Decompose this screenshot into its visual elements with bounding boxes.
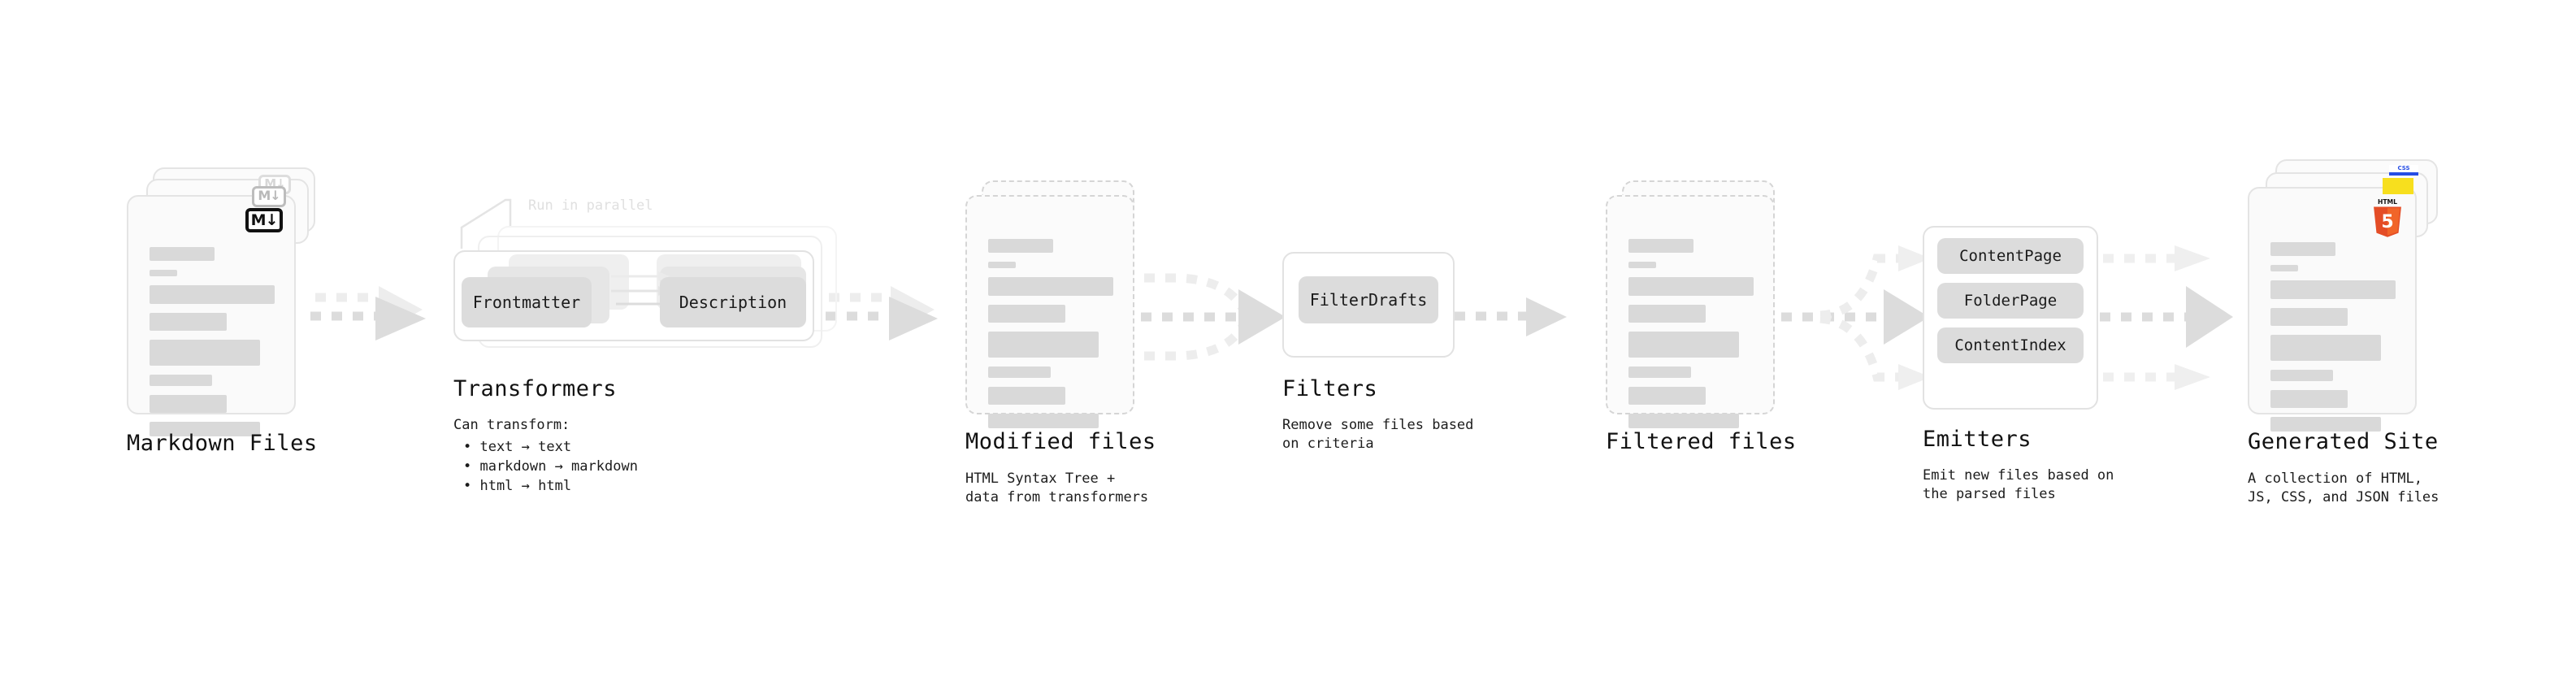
css-icon-label: CSS (2397, 165, 2410, 171)
stage-title-filtered-files: Filtered files (1606, 429, 1797, 454)
stage-subtitle-emitters: Emit new files based on the parsed files (1923, 467, 2114, 502)
arrow-filters-to-filtered (1455, 297, 1567, 336)
stage-title-filters: Filters (1282, 376, 1378, 401)
transformers-bullet-markdown: • markdown → markdown (463, 458, 638, 475)
js-icon (2383, 178, 2413, 194)
doc-content-lines (150, 247, 275, 445)
transformers-bullet-text: • text → text (463, 439, 572, 455)
doc-sheet-front (1606, 195, 1775, 428)
run-in-parallel-leader (460, 198, 512, 249)
markdown-icon: M↓ (245, 208, 283, 232)
stage-subtitle-generated-site: A collection of HTML, JS, CSS, and JSON … (2248, 471, 2439, 505)
css-icon: CSS (2389, 165, 2418, 176)
doc-sheet-front (965, 195, 1134, 428)
emitter-node-contentpage[interactable]: ContentPage (1937, 238, 2084, 274)
stage-title-markdown-files: Markdown Files (127, 431, 318, 456)
stage-title-generated-site: Generated Site (2248, 429, 2439, 454)
transformer-node-frontmatter[interactable]: Frontmatter (462, 277, 592, 327)
emitter-node-contentindex[interactable]: ContentIndex (1937, 327, 2084, 363)
doc-content-lines (2270, 242, 2396, 440)
doc-sheet-front: M↓ (127, 195, 296, 436)
transformers-bullet-html: • html → html (463, 478, 572, 494)
filter-node-filterdrafts[interactable]: FilterDrafts (1299, 276, 1438, 323)
arrow-markdown-to-transformers (310, 286, 426, 340)
doc-content-lines (988, 239, 1113, 437)
annotation-run-in-parallel: Run in parallel (528, 197, 653, 214)
stage-title-modified-files: Modified files (965, 429, 1156, 454)
markdown-icon-ghost-2: M↓ (252, 186, 286, 207)
arrow-emitters-to-site (2100, 245, 2233, 390)
stage-subtitle-transformers: Can transform: (453, 417, 570, 433)
stage-subtitle-filters: Remove some files based on criteria (1282, 417, 1474, 452)
transformers-capability-list: • text → text • markdown → markdown • ht… (463, 437, 638, 496)
stage-title-transformers: Transformers (453, 376, 618, 401)
arrow-transformers-to-modified (826, 286, 938, 340)
css-icon-bar (2389, 172, 2418, 176)
stage-subtitle-modified-files: HTML Syntax Tree + data from transformer… (965, 471, 1149, 505)
arrow-filtered-to-emitters (1781, 245, 1931, 390)
doc-content-lines (1628, 239, 1754, 437)
html5-icon: HTML 5 (2374, 198, 2401, 237)
doc-sheet-front: HTML 5 (2248, 187, 2417, 432)
emitter-node-folderpage[interactable]: FolderPage (1937, 283, 2084, 319)
svg-text:5: 5 (2381, 212, 2393, 232)
arrow-modified-to-filters (1141, 273, 1286, 361)
transformer-node-description[interactable]: Description (660, 277, 806, 327)
svg-text:HTML: HTML (2378, 198, 2397, 206)
stage-title-emitters: Emitters (1923, 427, 2032, 452)
